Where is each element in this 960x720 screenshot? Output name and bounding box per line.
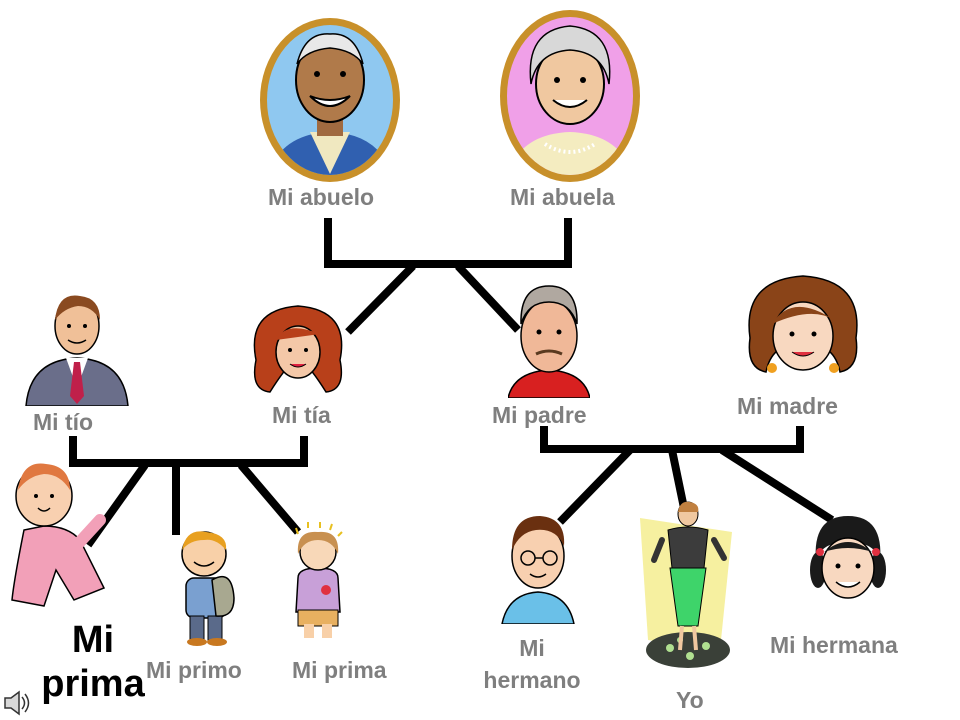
prima-label: Mi prima (292, 657, 387, 683)
line-to-hermana (719, 446, 835, 524)
line-to-tia (345, 263, 416, 335)
padre-madre-bracket (540, 426, 804, 453)
yo-label: Yo (676, 687, 704, 713)
tia-figure (253, 305, 343, 393)
primo-label: Mi primo (146, 657, 242, 683)
hermano-label-line1: Mi (519, 635, 545, 661)
prima-figure (295, 522, 343, 638)
tio-tia-bracket (69, 436, 308, 467)
line-to-hermano (557, 447, 633, 525)
grandparents-bracket (324, 218, 572, 268)
big-prima-label-line2: prima (41, 663, 145, 705)
tia-label: Mi tía (272, 402, 331, 428)
primo-figure (181, 531, 235, 646)
hermano-label-line2: hermano (483, 667, 581, 693)
big-prima-label-line1: Mi (71, 619, 115, 661)
line-to-prima (237, 462, 302, 535)
abuelo-label: Mi abuelo (268, 184, 375, 210)
abuelo-portrait (260, 18, 400, 182)
hermana-label: Mi hermana (770, 632, 898, 658)
hermana-figure (810, 516, 886, 599)
line-to-baby-prima (84, 462, 149, 548)
line-to-yo (668, 449, 688, 509)
tio-label: Mi tío (33, 409, 94, 435)
yo-figure (640, 501, 732, 668)
speaker-icon[interactable] (2, 688, 34, 718)
hermano-label: Mi hermano (472, 632, 592, 696)
tio-figure (25, 295, 129, 406)
padre-figure (508, 285, 590, 398)
abuela-label: Mi abuela (510, 184, 615, 210)
abuela-portrait (500, 10, 640, 182)
padre-label: Mi padre (492, 402, 587, 428)
madre-figure (748, 275, 858, 373)
madre-label: Mi madre (737, 393, 838, 419)
hermano-figure (501, 516, 575, 624)
big-prima-label: Mi prima (30, 618, 156, 706)
baby-prima-figure (11, 463, 106, 607)
line-to-padre (455, 263, 521, 333)
